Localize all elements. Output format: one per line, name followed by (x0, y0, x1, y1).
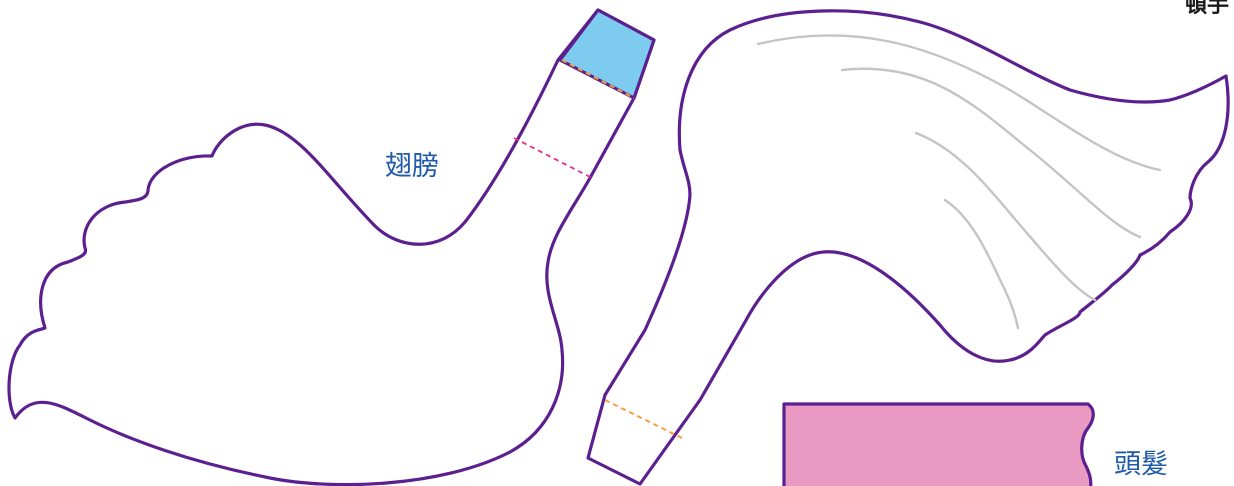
hair-piece (782, 402, 1095, 486)
feather-line-3 (914, 131, 1097, 302)
feather-line-4 (943, 198, 1020, 330)
right-wing-piece (586, 9, 1230, 486)
left-wing-slit-line (513, 137, 593, 179)
left-wing-outline (7, 8, 656, 486)
corner-cutoff-label: 頓手 (1185, 0, 1229, 18)
right-wing-outline (586, 9, 1230, 486)
feather-line-1 (756, 34, 1162, 172)
feather-line-2 (840, 67, 1142, 239)
left-wing-tab-fold-line (561, 59, 635, 99)
hair-label: 頭髮 (1114, 449, 1168, 480)
wing-label: 翅膀 (385, 151, 439, 182)
left-wing-piece (7, 8, 656, 486)
hair-outline (782, 402, 1095, 486)
